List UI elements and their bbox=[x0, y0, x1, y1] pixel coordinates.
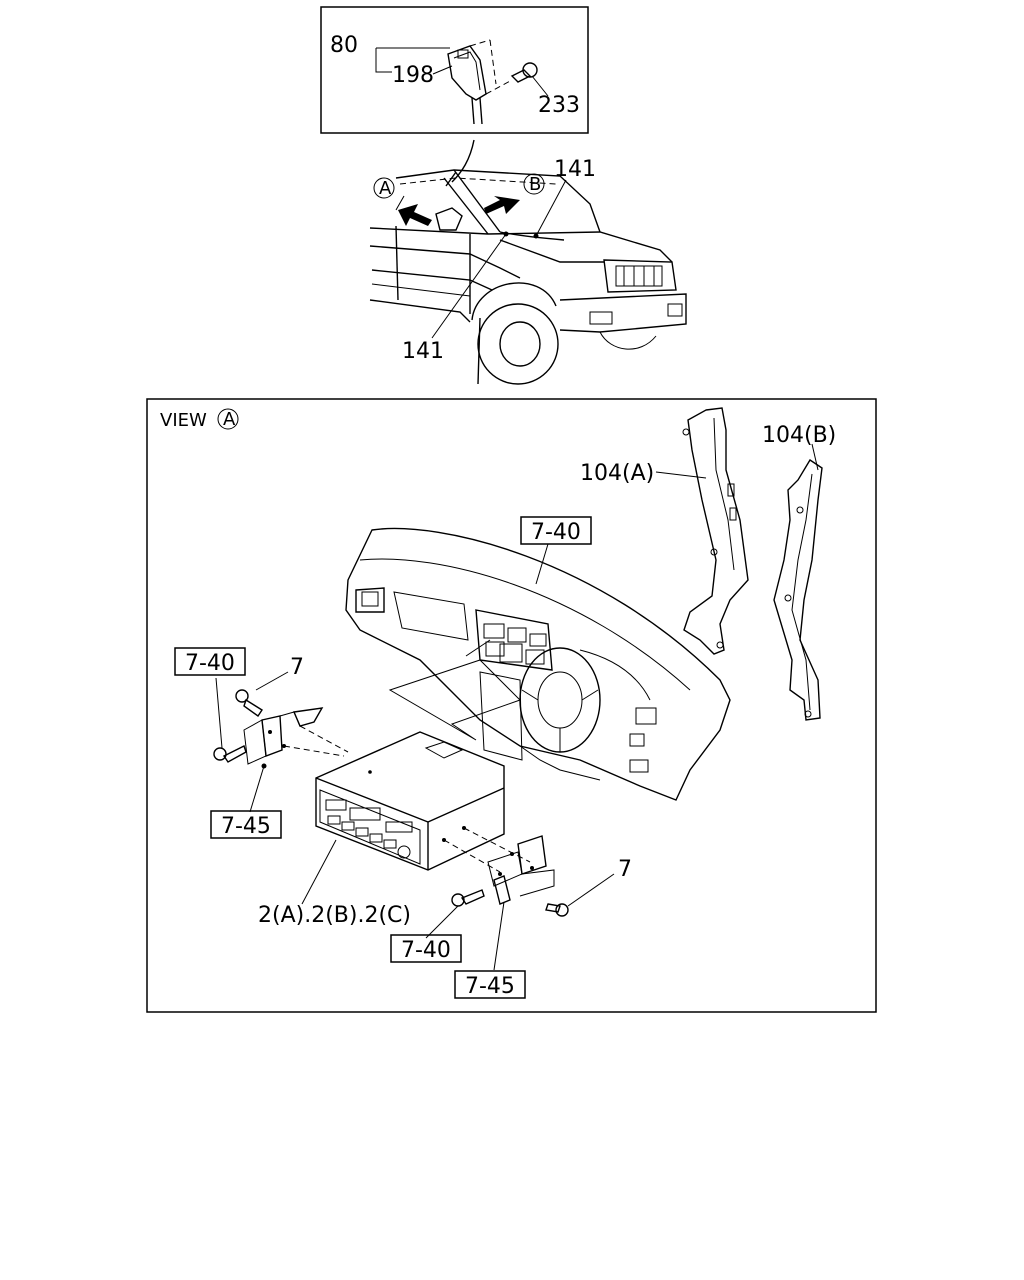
ref-box-745-bottom bbox=[454, 970, 526, 999]
inset-pointer bbox=[451, 139, 475, 183]
right-screw-7 bbox=[545, 873, 615, 917]
ref-box-740-left bbox=[174, 647, 246, 676]
ref-740-top: 7-40 bbox=[531, 520, 581, 545]
radio-unit bbox=[315, 731, 505, 871]
ref-745-bottom: 7-45 bbox=[465, 974, 515, 999]
label-part-141-top: 141 bbox=[554, 157, 596, 182]
view-marker: A bbox=[223, 409, 236, 430]
right-align-line bbox=[463, 827, 531, 863]
right-align-line-2 bbox=[443, 839, 501, 873]
leader-198 bbox=[432, 65, 453, 75]
label-part-7-right: 7 bbox=[618, 857, 632, 882]
ref-745-left: 7-45 bbox=[221, 814, 271, 839]
leader-104a bbox=[655, 471, 707, 479]
leader-80-198 bbox=[375, 48, 392, 73]
leader-plane bbox=[465, 639, 491, 657]
leader-745-bottom bbox=[493, 901, 505, 971]
label-part-7-left: 7 bbox=[290, 655, 304, 680]
antenna-base-part bbox=[447, 39, 513, 125]
right-mount-bracket bbox=[487, 835, 555, 905]
inset-frame bbox=[320, 6, 589, 134]
left-align-line-2 bbox=[299, 725, 349, 753]
right-screw-740 bbox=[425, 889, 485, 939]
dashboard-illustration bbox=[345, 527, 731, 801]
label-part-141-bottom: 141 bbox=[402, 339, 444, 364]
label-part-198: 198 bbox=[392, 63, 434, 88]
ref-740-bottom: 7-40 bbox=[401, 938, 451, 963]
bracket-104a bbox=[682, 407, 749, 655]
label-part-104b: 104(B) bbox=[762, 423, 836, 448]
antenna-inset: 80 198 233 bbox=[320, 6, 589, 134]
left-screw-7 bbox=[235, 671, 289, 717]
leader-740-top bbox=[535, 543, 549, 585]
label-part-233: 233 bbox=[538, 93, 580, 118]
marker-b-vehicle: B bbox=[529, 174, 541, 195]
ref-box-740-top bbox=[520, 516, 592, 545]
marker-a-vehicle: A bbox=[379, 178, 392, 199]
label-part-2-variants: 2(A).2(B).2(C) bbox=[258, 903, 411, 928]
mounting-plane bbox=[388, 659, 521, 741]
left-screw-740 bbox=[213, 677, 247, 763]
view-marker-circle bbox=[217, 408, 239, 430]
left-align-line bbox=[283, 745, 345, 757]
left-mount-bracket bbox=[243, 707, 324, 769]
leader-104b bbox=[811, 443, 819, 471]
ref-740-left: 7-40 bbox=[185, 651, 235, 676]
leader-745-left bbox=[249, 765, 265, 813]
leader-part-2 bbox=[301, 839, 337, 905]
vehicle-illustration bbox=[369, 169, 687, 385]
bracket-104b bbox=[773, 459, 823, 721]
label-part-80: 80 bbox=[330, 33, 358, 58]
ref-box-745-left bbox=[210, 810, 282, 839]
screw-233 bbox=[510, 62, 549, 97]
ref-box-740-bottom bbox=[390, 934, 462, 963]
view-a-frame bbox=[146, 398, 877, 1013]
view-label: VIEW bbox=[160, 410, 207, 431]
label-part-104a: 104(A) bbox=[580, 461, 654, 486]
